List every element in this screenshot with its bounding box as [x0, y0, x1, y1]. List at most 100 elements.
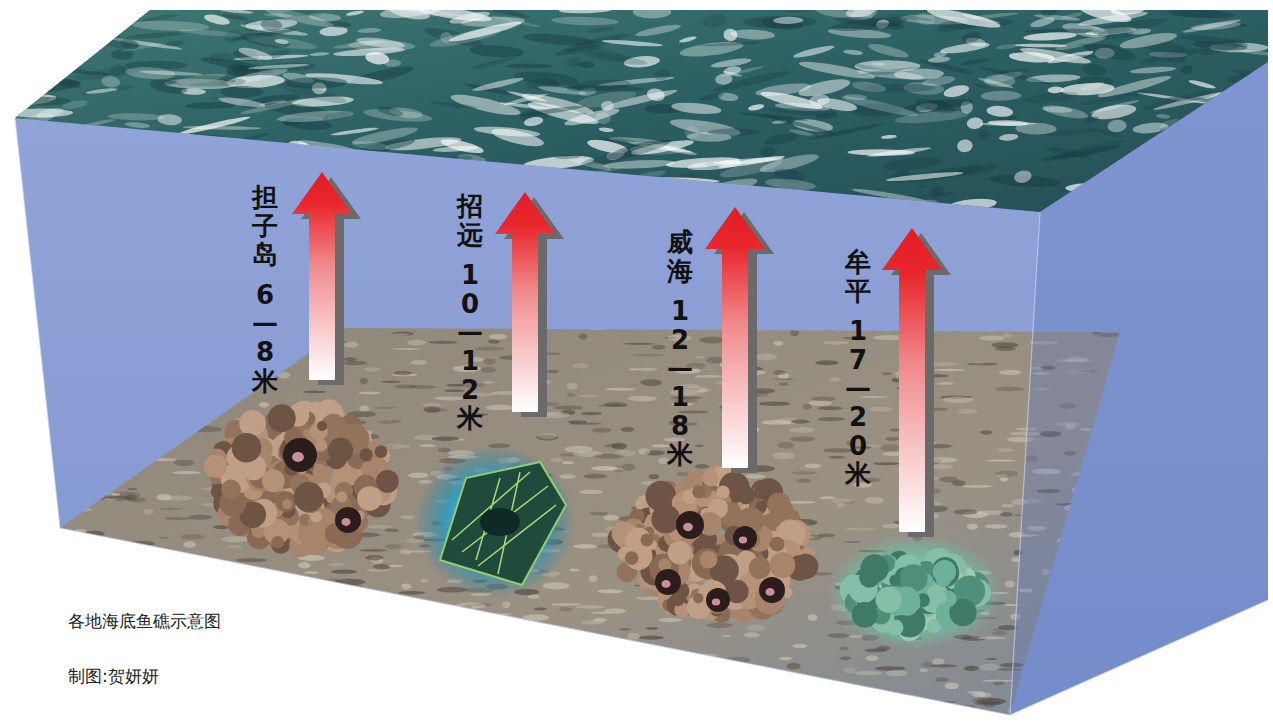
sand-ripple: [143, 420, 167, 426]
wave-foam: [1029, 16, 1055, 30]
wave-foam: [851, 187, 928, 204]
sand-ripple: [628, 683, 653, 688]
sand-ripple: [362, 612, 392, 614]
sand-ripple: [262, 712, 276, 717]
wave-foam: [377, 105, 404, 119]
sand-ripple: [803, 404, 812, 409]
sand-ripple: [457, 646, 467, 652]
sand-ripple: [81, 482, 105, 489]
wave-foam: [348, 40, 415, 51]
wave-foam: [101, 75, 121, 89]
reef-rock: [608, 465, 819, 623]
wave-foam: [97, 32, 140, 52]
sand-ripple: [685, 706, 694, 712]
wave-foam: [1071, 206, 1139, 216]
wave-foam: [103, 133, 117, 143]
rock-lump: [770, 552, 796, 578]
sand-ripple: [579, 333, 588, 339]
wave-foam: [1159, 117, 1183, 131]
sand-ripple: [170, 417, 183, 422]
sand-ripple: [464, 610, 472, 612]
sand-ripple: [73, 451, 86, 453]
sand-ripple: [953, 509, 977, 514]
wave-foam: [782, 2, 817, 15]
sand-ripple: [587, 673, 606, 675]
sand-ripple: [74, 419, 106, 425]
rock-lump: [640, 533, 653, 546]
sand-ripple: [695, 445, 704, 447]
wave-foam: [229, 131, 271, 146]
sand-ripple: [995, 346, 1016, 351]
sand-ripple: [360, 378, 368, 384]
wave-foam: [15, 6, 43, 19]
wave-foam: [166, 75, 246, 87]
sand-ripple: [802, 692, 830, 697]
wave-foam: [1207, 100, 1238, 112]
sand-ripple: [89, 456, 118, 461]
sand-ripple: [937, 382, 954, 385]
sand-ripple: [327, 612, 351, 616]
sand-ripple: [503, 703, 522, 708]
wave-foam: [523, 115, 544, 127]
sand-ripple: [635, 368, 657, 371]
sand-ripple: [640, 379, 662, 386]
sand-ripple: [465, 687, 493, 690]
sand-ripple: [230, 679, 245, 684]
wave-foam: [1009, 51, 1056, 64]
sand-ripple: [997, 448, 1013, 452]
sand-ripple: [213, 699, 233, 702]
wave-foam: [351, 140, 389, 152]
sand-ripple: [986, 459, 1016, 461]
wave-foam: [793, 44, 836, 60]
sand-ripple: [401, 583, 411, 589]
wave-foam: [1218, 142, 1236, 148]
sand-ripple: [330, 628, 354, 632]
wave-foam: [22, 92, 36, 98]
wave-foam: [1080, 80, 1105, 91]
rock-lump: [239, 410, 266, 437]
sand-ripple: [230, 383, 248, 390]
sand-ripple: [759, 401, 790, 406]
sand-ripple: [458, 647, 475, 653]
sand-ripple: [886, 670, 908, 676]
sand-ripple: [90, 703, 109, 708]
sand-ripple: [872, 713, 893, 717]
wave-foam: [351, 172, 431, 186]
wave-foam: [1199, 148, 1231, 157]
sand-ripple: [392, 332, 414, 336]
rock-lump: [317, 421, 327, 431]
wave-foam: [954, 160, 1000, 179]
sand-ripple: [332, 647, 353, 651]
sand-ripple: [488, 340, 500, 344]
sand-ripple: [56, 462, 76, 465]
sand-ripple: [172, 659, 183, 663]
sand-ripple: [344, 357, 357, 361]
sand-ripple: [213, 656, 227, 659]
rock-lump: [625, 551, 639, 565]
reef-hole: [335, 507, 361, 533]
sand-ripple: [424, 406, 441, 412]
sand-ripple: [313, 583, 336, 587]
sand-ripple: [337, 662, 359, 665]
sand-ripple: [547, 370, 559, 373]
sand-ripple: [360, 549, 388, 552]
wave-foam: [19, 111, 56, 127]
wave-foam: [1023, 31, 1077, 42]
sand-ripple: [980, 664, 999, 671]
wave-foam: [1092, 27, 1106, 33]
sand-ripple: [360, 715, 386, 721]
ship-hole: [480, 508, 520, 536]
wave-foam: [1199, 197, 1264, 213]
sand-ripple: [619, 628, 632, 631]
sand-ripple: [782, 682, 813, 687]
sand-ripple: [179, 376, 206, 380]
sand-ripple: [399, 591, 425, 595]
sand-ripple: [811, 397, 836, 401]
wave-foam: [646, 206, 669, 215]
wave-foam: [1181, 8, 1222, 19]
seabed-floor: [60, 328, 1120, 715]
sand-ripple: [92, 548, 100, 555]
wave-foam: [635, 22, 682, 38]
sand-ripple: [502, 642, 526, 648]
wave-foam: [948, 197, 998, 213]
